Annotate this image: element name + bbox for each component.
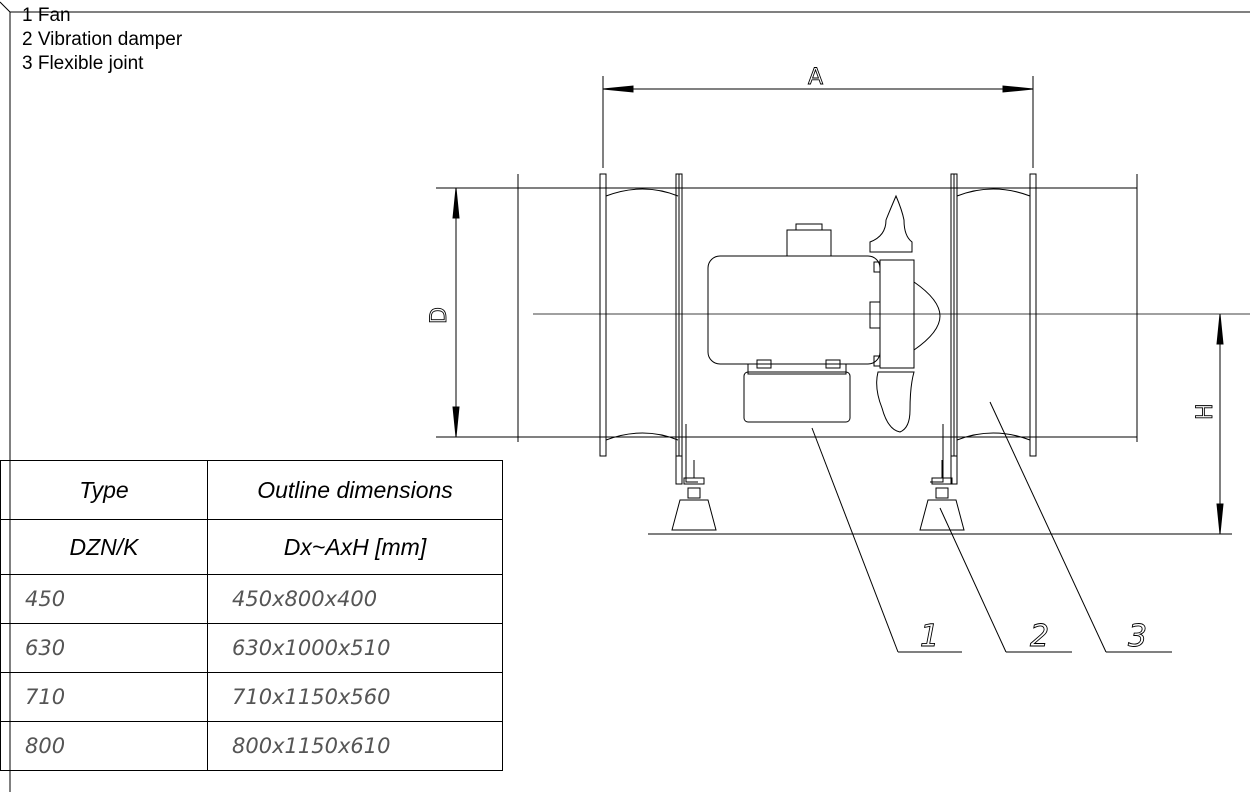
vibration-dampers [648, 424, 1232, 535]
type-cell: 450 [0, 574, 208, 624]
legend-item-fan: 1 Fan [22, 5, 71, 26]
callout-2: 2 [1030, 619, 1049, 654]
subheader-dimensions-unit: Dx~AxH [mm] [207, 519, 503, 575]
callout-1: 1 [920, 619, 939, 654]
callout-3: 3 [1128, 619, 1147, 654]
type-cell: 710 [0, 672, 208, 722]
type-cell: 630 [0, 623, 208, 673]
legend-item-vibration-damper: 2 Vibration damper [22, 29, 183, 50]
dimension-a-label: A [808, 65, 823, 90]
dimensions-cell: 710x1150x560 [207, 672, 503, 722]
table-subheader-row: DZN/K Dx~AxH [mm] [0, 519, 503, 575]
legend-item-flexible-joint: 3 Flexible joint [22, 53, 144, 74]
header-outline-dimensions: Outline dimensions [207, 460, 503, 520]
dimensions-cell: 630x1000x510 [207, 623, 503, 673]
table-header-row: Type Outline dimensions [0, 460, 503, 520]
dimensions-table: Type Outline dimensions DZN/K Dx~AxH [mm… [0, 460, 503, 771]
dimension-h-label: H [1193, 403, 1218, 420]
fan-motor [707, 194, 941, 433]
subheader-model: DZN/K [0, 519, 208, 575]
callout-leaders [811, 401, 1172, 653]
legend: 1 Fan 2 Vibration damper 3 Flexible join… [22, 4, 182, 76]
duct-outline [436, 173, 1250, 457]
dimensions-cell: 450x800x400 [207, 574, 503, 624]
table-row: 800 800x1150x610 [0, 721, 503, 771]
dimensions-cell: 800x1150x610 [207, 721, 503, 771]
dimension-h [1216, 313, 1224, 535]
table-row: 450 450x800x400 [0, 574, 503, 624]
type-cell: 800 [0, 721, 208, 771]
dimension-a [602, 76, 1034, 168]
dimension-d [452, 187, 460, 438]
table-row: 710 710x1150x560 [0, 672, 503, 722]
table-row: 630 630x1000x510 [0, 623, 503, 673]
header-type: Type [0, 460, 208, 520]
dimension-d-label: D [427, 307, 452, 324]
